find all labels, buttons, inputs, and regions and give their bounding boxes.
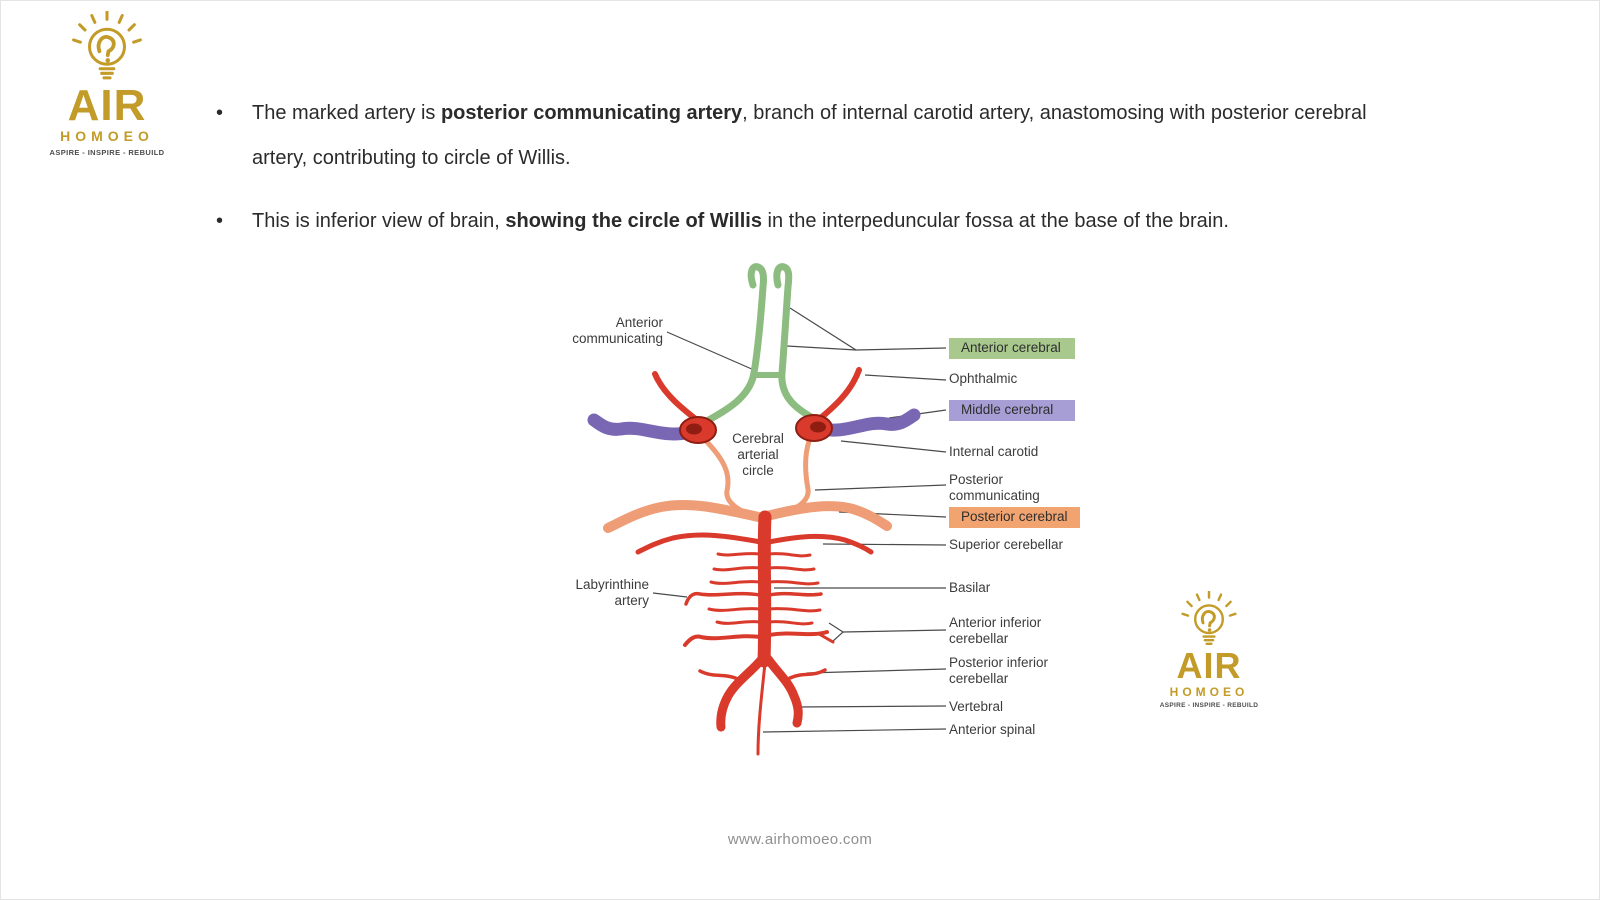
labyrinthine-artery-right [767, 591, 823, 597]
bullet-item-2: This is inferior view of brain, showing … [216, 199, 1401, 244]
label-cerebral-arterial-circle: Cerebral arterial circle [732, 431, 784, 478]
bullet-text: This is inferior view of brain, [252, 210, 506, 232]
label-anterior-cerebral: Anterior cerebral [949, 338, 1075, 359]
leader-superior-cerebellar [822, 543, 947, 546]
internal-carotid-bulbs [679, 414, 833, 444]
carotid-lumen-left [686, 423, 702, 435]
pontine-branch [767, 607, 822, 613]
logo-subtitle: HOMOEO [60, 128, 154, 145]
leader-pica [806, 668, 947, 674]
pontine-branch [716, 552, 762, 557]
bullet-text-bold: posterior communicating artery [440, 102, 743, 124]
anterior-inferior-cerebellar-artery-right [767, 630, 829, 637]
bullet-list: The marked artery is posterior communica… [216, 91, 1401, 244]
vertebral-artery-left [716, 654, 767, 732]
lightbulb-idea-icon [72, 11, 142, 80]
pontine-branch [712, 566, 762, 572]
label-anterior-inferior-cerebellar: Anterior inferior cerebellar [949, 615, 1042, 646]
leader-posterior-communicating [814, 484, 947, 491]
bullet-text: in the interpeduncular fossa at the base… [761, 210, 1229, 232]
label-ophthalmic: Ophthalmic [949, 371, 1018, 386]
posterior-cerebral-artery-left [603, 499, 768, 533]
lightbulb-idea-icon [1181, 591, 1237, 645]
pontine-branch [767, 620, 814, 626]
anterior-inferior-cerebellar-artery-left [683, 634, 763, 647]
bullet-text-bold: showing the circle of Willis [505, 210, 762, 232]
logo-title: AIR [67, 81, 147, 130]
anterior-cerebral-artery-right [773, 263, 820, 424]
label-basilar: Basilar [949, 580, 991, 595]
posterior-cerebral-artery-right [762, 501, 892, 531]
leader-labyrinthine [652, 592, 688, 598]
posterior-inferior-cerebellar-artery-left [698, 669, 740, 681]
pontine-branch [707, 607, 762, 612]
middle-cerebral-artery-left [587, 413, 698, 441]
air-homoeo-logo-secondary: AIR HOMOEO ASPIRE - INSPIRE - REBUILD [1141, 591, 1277, 709]
bullet-text: , branch of internal carotid artery, ana… [252, 102, 1367, 169]
leader-aica [828, 622, 947, 643]
leader-anterior-communicating [666, 331, 755, 371]
superior-cerebellar-artery-left [635, 532, 764, 555]
labyrinthine-artery-left [684, 591, 762, 606]
air-homoeo-logo: AIR HOMOEO ASPIRE - INSPIRE - REBUILD [31, 11, 183, 157]
pontine-branch [709, 580, 762, 585]
leader-vertebral [795, 705, 947, 708]
anterior-cerebral-artery-left [701, 263, 767, 426]
leader-internal-carotid [840, 440, 947, 453]
pontine-branch [767, 566, 816, 572]
label-vertebral: Vertebral [949, 699, 1004, 714]
label-internal-carotid: Internal carotid [949, 444, 1039, 459]
leader-anterior-cerebral [789, 307, 947, 351]
posterior-communicating-artery-left [704, 439, 758, 519]
ophthalmic-artery [814, 367, 862, 424]
website-url: www.airhomoeo.com [727, 831, 873, 848]
superior-cerebellar-artery-right [766, 533, 874, 555]
pontine-branch [715, 620, 762, 625]
label-posterior-communicating: Posterior communicating [949, 472, 1040, 503]
label-labyrinthine-artery: Labyrinthine artery [575, 577, 649, 608]
anterior-spinal-artery [756, 661, 767, 756]
anterior-inferior-cerebellar-branch [817, 632, 835, 644]
label-anterior-spinal: Anterior spinal [949, 722, 1036, 737]
label-anterior-communicating: Anterior communicating [572, 315, 663, 346]
leader-ophthalmic [864, 374, 947, 381]
label-superior-cerebellar: Superior cerebellar [949, 537, 1064, 552]
arteries [587, 263, 921, 756]
leader-anterior-spinal [762, 728, 947, 733]
basilar-artery [757, 510, 772, 668]
label-middle-cerebral: Middle cerebral [949, 400, 1075, 421]
pontine-branch [767, 552, 812, 558]
logo-subtitle: HOMOEO [1169, 684, 1249, 699]
pontine-branches [707, 552, 822, 626]
leader-lines [652, 307, 947, 733]
logo-tagline: ASPIRE - INSPIRE - REBUILD [49, 148, 165, 158]
bullet-item-1: The marked artery is posterior communica… [216, 91, 1401, 181]
posterior-inferior-cerebellar-artery-right [788, 668, 827, 680]
label-posterior-cerebral: Posterior cerebral [949, 507, 1080, 528]
logo-title: AIR [1176, 645, 1242, 686]
bullet-text: The marked artery is [252, 102, 441, 124]
vertebral-artery-right [763, 654, 803, 728]
logo-tagline: ASPIRE - INSPIRE - REBUILD [1159, 701, 1259, 709]
leader-anterior-cerebral-2 [786, 345, 857, 351]
middle-cerebral-artery-right [814, 408, 921, 437]
label-posterior-inferior-cerebellar: Posterior inferior cerebellar [949, 655, 1049, 686]
posterior-communicating-artery-right [776, 438, 812, 518]
pontine-branch [767, 580, 820, 586]
carotid-lumen-right [810, 421, 826, 433]
